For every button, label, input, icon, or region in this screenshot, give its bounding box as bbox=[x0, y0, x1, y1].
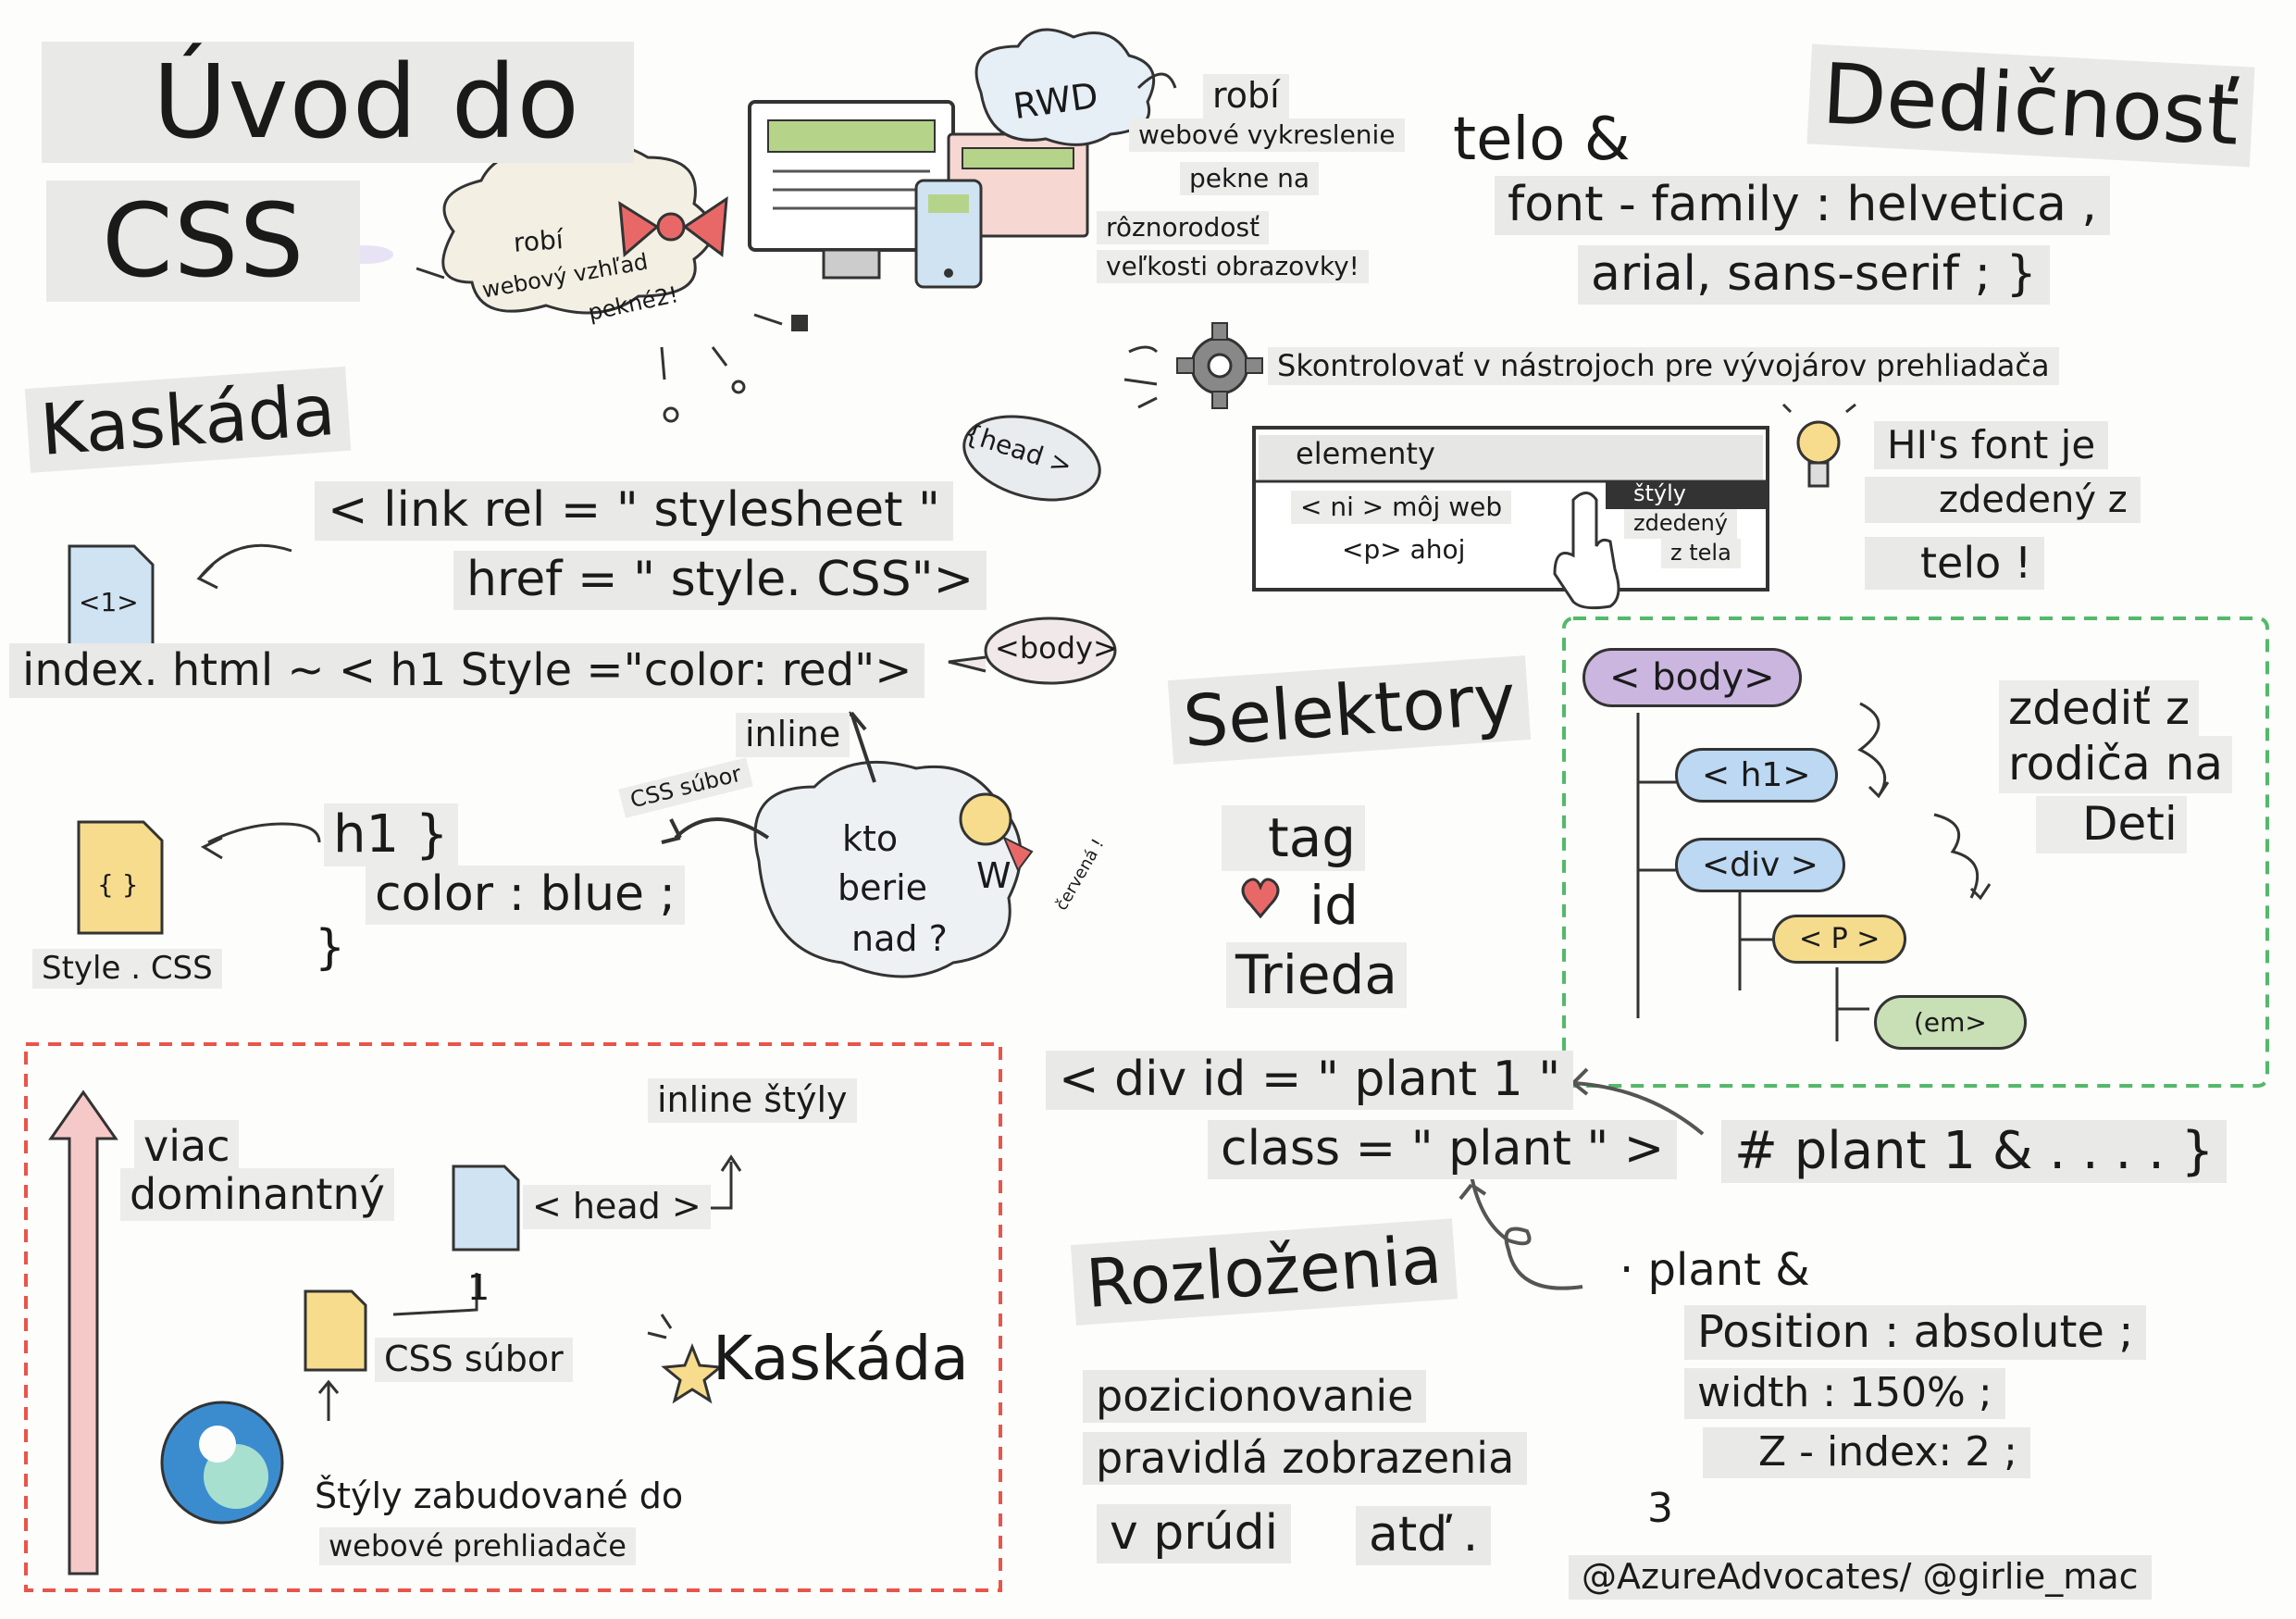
inheritance-code-2: font - family : helvetica , bbox=[1495, 176, 2110, 235]
head-bubble bbox=[962, 415, 1101, 502]
devtools-row-1[interactable]: < ni > môj web bbox=[1291, 491, 1512, 525]
code-file-icon bbox=[452, 1164, 520, 1252]
tree-caption-3: Deti bbox=[2036, 796, 2187, 853]
page-title-line2: CSS bbox=[46, 181, 361, 302]
devtools-row-2[interactable]: <p> ahoj bbox=[1342, 534, 1466, 565]
link-code-1: < link rel = " stylesheet " bbox=[315, 481, 953, 541]
class-rule-2: Position : absolute ; bbox=[1684, 1305, 2147, 1361]
selectors-num-3: 3 bbox=[1647, 1485, 1673, 1532]
dominance-arrow bbox=[48, 1090, 118, 1575]
head-label: < head > bbox=[523, 1185, 711, 1229]
css-code-2: color : blue ; bbox=[366, 866, 686, 925]
devtools-tab-elements[interactable]: elementy bbox=[1296, 436, 1435, 471]
who-wins-2: berie bbox=[838, 867, 928, 908]
html-file-label: <1> bbox=[79, 587, 139, 617]
star-icon bbox=[661, 1342, 724, 1404]
bow-icon bbox=[618, 196, 728, 258]
cloud-text-1: robí bbox=[512, 224, 565, 258]
inheritance-code-1: telo & bbox=[1453, 106, 1631, 174]
browser-logo-icon bbox=[160, 1401, 284, 1525]
body-bubble bbox=[984, 616, 1117, 685]
css-code-1: h1 } bbox=[324, 803, 458, 867]
more-dominant-1: viac bbox=[134, 1120, 240, 1173]
devtools-hint: Skontrolovať v nástrojoch pre vývojárov … bbox=[1268, 347, 2059, 385]
css-code-3: } bbox=[315, 920, 346, 976]
body-bubble-label: <body> bbox=[995, 630, 1118, 666]
hand-pointer-icon bbox=[1553, 492, 1620, 610]
selector-id: id bbox=[1309, 874, 1359, 937]
page-title-line1: Úvod do bbox=[42, 42, 634, 163]
html-file-icon bbox=[68, 544, 155, 650]
heart-icon bbox=[1241, 878, 1280, 919]
tree-frame bbox=[1562, 616, 2269, 1088]
tree-node-h1: < h1> bbox=[1675, 748, 1838, 803]
id-rule: # plant 1 & . . . . } bbox=[1721, 1120, 2228, 1184]
selector-tag: tag bbox=[1222, 805, 1366, 871]
tree-caption-2: rodiča na bbox=[1999, 736, 2233, 793]
style-file-label: Style . CSS bbox=[32, 949, 222, 990]
layout-item-2: pravidlá zobrazenia bbox=[1083, 1432, 1528, 1485]
devtools-note-1: zdedený bbox=[1624, 509, 1738, 539]
monitor-illustration bbox=[748, 100, 1089, 289]
more-dominant-2: dominantný bbox=[120, 1168, 394, 1221]
browser-styles-1: Štýly zabudované do bbox=[315, 1476, 684, 1516]
medal-icon bbox=[959, 792, 1034, 872]
class-rule-3: width : 150% ; bbox=[1684, 1368, 2005, 1419]
inline-styles-label: inline štýly bbox=[648, 1078, 857, 1123]
dominance-cascade-word: Kaskáda bbox=[713, 1323, 969, 1394]
tree-node-div: <div > bbox=[1675, 838, 1845, 892]
winner-mark: W bbox=[976, 855, 1011, 896]
div-code-2: class = " plant " > bbox=[1208, 1120, 1678, 1179]
css-file-icon bbox=[77, 820, 164, 935]
rwd-caption-5: veľkosti obrazovky! bbox=[1097, 250, 1369, 284]
lightbulb-icon bbox=[1781, 403, 1856, 488]
class-rule-4: Z - index: 2 ; bbox=[1703, 1427, 2030, 1478]
rwd-caption-4: rôznorodosť bbox=[1097, 211, 1270, 245]
link-code-2: href = " style. CSS"> bbox=[453, 551, 987, 610]
dominance-frame bbox=[24, 1042, 1002, 1592]
browser-styles-2: webové prehliadače bbox=[319, 1527, 636, 1565]
layout-item-3: v prúdi bbox=[1097, 1504, 1292, 1563]
devtools-note-2: z tela bbox=[1661, 539, 1741, 568]
rwd-caption-2: webové vykreslenie bbox=[1129, 118, 1405, 153]
layout-item-1: pozicionovanie bbox=[1083, 1370, 1427, 1423]
div-code-1: < div id = " plant 1 " bbox=[1046, 1051, 1574, 1110]
tree-caption-1: zdediť z bbox=[1999, 680, 2200, 738]
credit: @AzureAdvocates/ @girlie_mac bbox=[1569, 1555, 2152, 1600]
rwd-cloud bbox=[974, 28, 1156, 146]
rwd-caption-3: pekne na bbox=[1180, 162, 1319, 196]
tip-line-2: zdedený z bbox=[1865, 477, 2141, 523]
css-file-braces: { } bbox=[97, 869, 139, 900]
css-file-icon-small bbox=[304, 1289, 367, 1372]
inheritance-code-3: arial, sans-serif ; } bbox=[1578, 245, 2050, 305]
tree-node-em: (em> bbox=[1874, 995, 2027, 1050]
tip-line-3: telo ! bbox=[1865, 537, 2045, 590]
tree-node-p: < P > bbox=[1772, 915, 1907, 964]
inline-label: inline bbox=[736, 713, 850, 757]
dominance-num-1: 1 bbox=[467, 1267, 490, 1308]
layout-item-4: atď . bbox=[1356, 1506, 1492, 1565]
devtools-tab-styles[interactable]: štýly bbox=[1633, 480, 1686, 506]
who-wins-3: nad ? bbox=[851, 918, 948, 959]
class-rule-1: · plant & bbox=[1620, 1244, 1810, 1296]
inline-style-code: index. html ~ < h1 Style ="color: red"> bbox=[9, 643, 925, 699]
tip-line-1: HI's font je bbox=[1874, 421, 2109, 470]
gear-icon bbox=[1176, 322, 1263, 409]
tree-node-body: < body> bbox=[1582, 648, 1802, 707]
rwd-caption-1: robí bbox=[1203, 74, 1289, 118]
dominance-css-file: CSS súbor bbox=[375, 1338, 573, 1382]
selector-class: Trieda bbox=[1226, 942, 1407, 1008]
who-wins-1: kto bbox=[842, 818, 899, 859]
